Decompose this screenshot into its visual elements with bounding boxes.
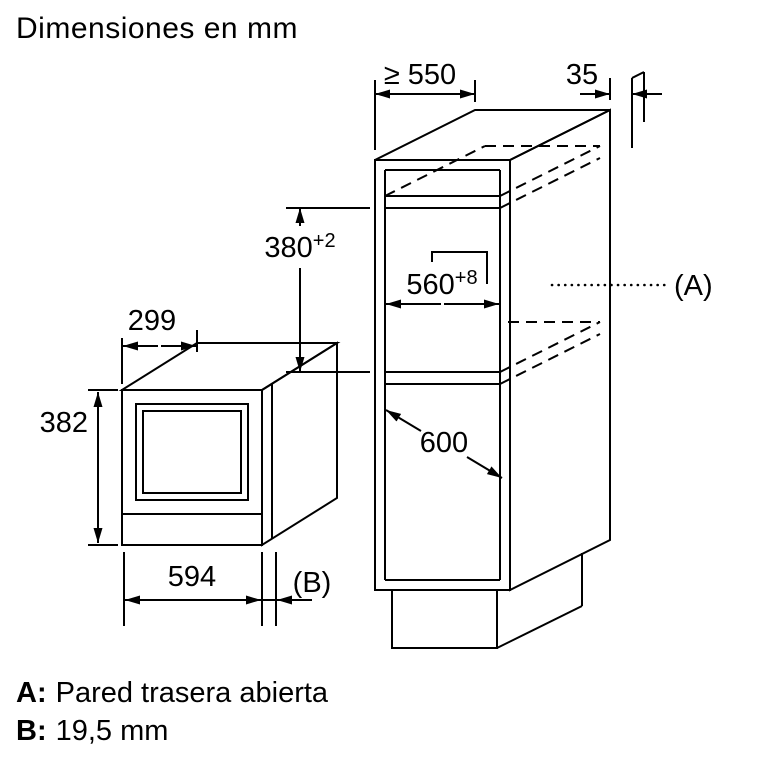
dim-label-lower-depth: 600 [420,427,468,459]
cabinet-drawing [374,108,611,649]
dim-niche-height: 380+2 [264,207,370,373]
cabinet-shelves [385,195,500,385]
oven-door-window-inner [142,410,242,494]
ref-label-b: (B) [293,567,332,599]
legend-text-a: Pared trasera abierta [55,677,329,709]
legend: A:Pared trasera abierta B:19,5 mm [16,674,328,750]
ref-open-back: (A) [550,270,713,302]
oven-side-face [261,341,338,547]
cabinet-hidden-edges [384,145,601,385]
oven-top-face [118,342,341,391]
ref-label-a: (A) [674,270,713,302]
microwave-drawing [118,341,341,547]
dim-wall-gap: 35 [566,59,662,148]
cabinet-top-face [374,109,611,161]
dim-label-oven-depth: 299 [128,305,176,337]
dim-oven-height: 382 [40,389,118,546]
dim-niche-width: 560+8 [386,267,499,309]
legend-text-b: 19,5 mm [55,715,169,747]
cabinet-plinth [391,553,583,649]
cabinet-front-face [374,159,511,591]
oven-door-window-outer [135,403,249,501]
page-title: Dimensiones en mm [16,12,298,45]
dim-oven-depth: 299 [121,305,198,384]
legend-item-b: B:19,5 mm [16,712,328,750]
dim-label-niche-height: 380+2 [264,230,335,264]
dim-label-cabinet-depth: ≥ 550 [384,59,456,91]
dim-cabinet-depth: ≥ 550 [374,59,476,150]
legend-key-a: A: [16,677,47,709]
dim-label-oven-width: 594 [168,561,216,593]
legend-item-a: A:Pared trasera abierta [16,674,328,712]
dim-label-oven-height: 382 [40,407,88,439]
niche-back-cutout [431,251,488,284]
dim-label-wall-gap: 35 [566,59,598,91]
dim-lower-depth: 600 [385,409,503,479]
cabinet-side-face [509,108,611,592]
dim-oven-width: 594 (B) [123,552,332,626]
legend-key-b: B: [16,715,47,747]
dim-label-niche-width: 560+8 [406,267,477,301]
